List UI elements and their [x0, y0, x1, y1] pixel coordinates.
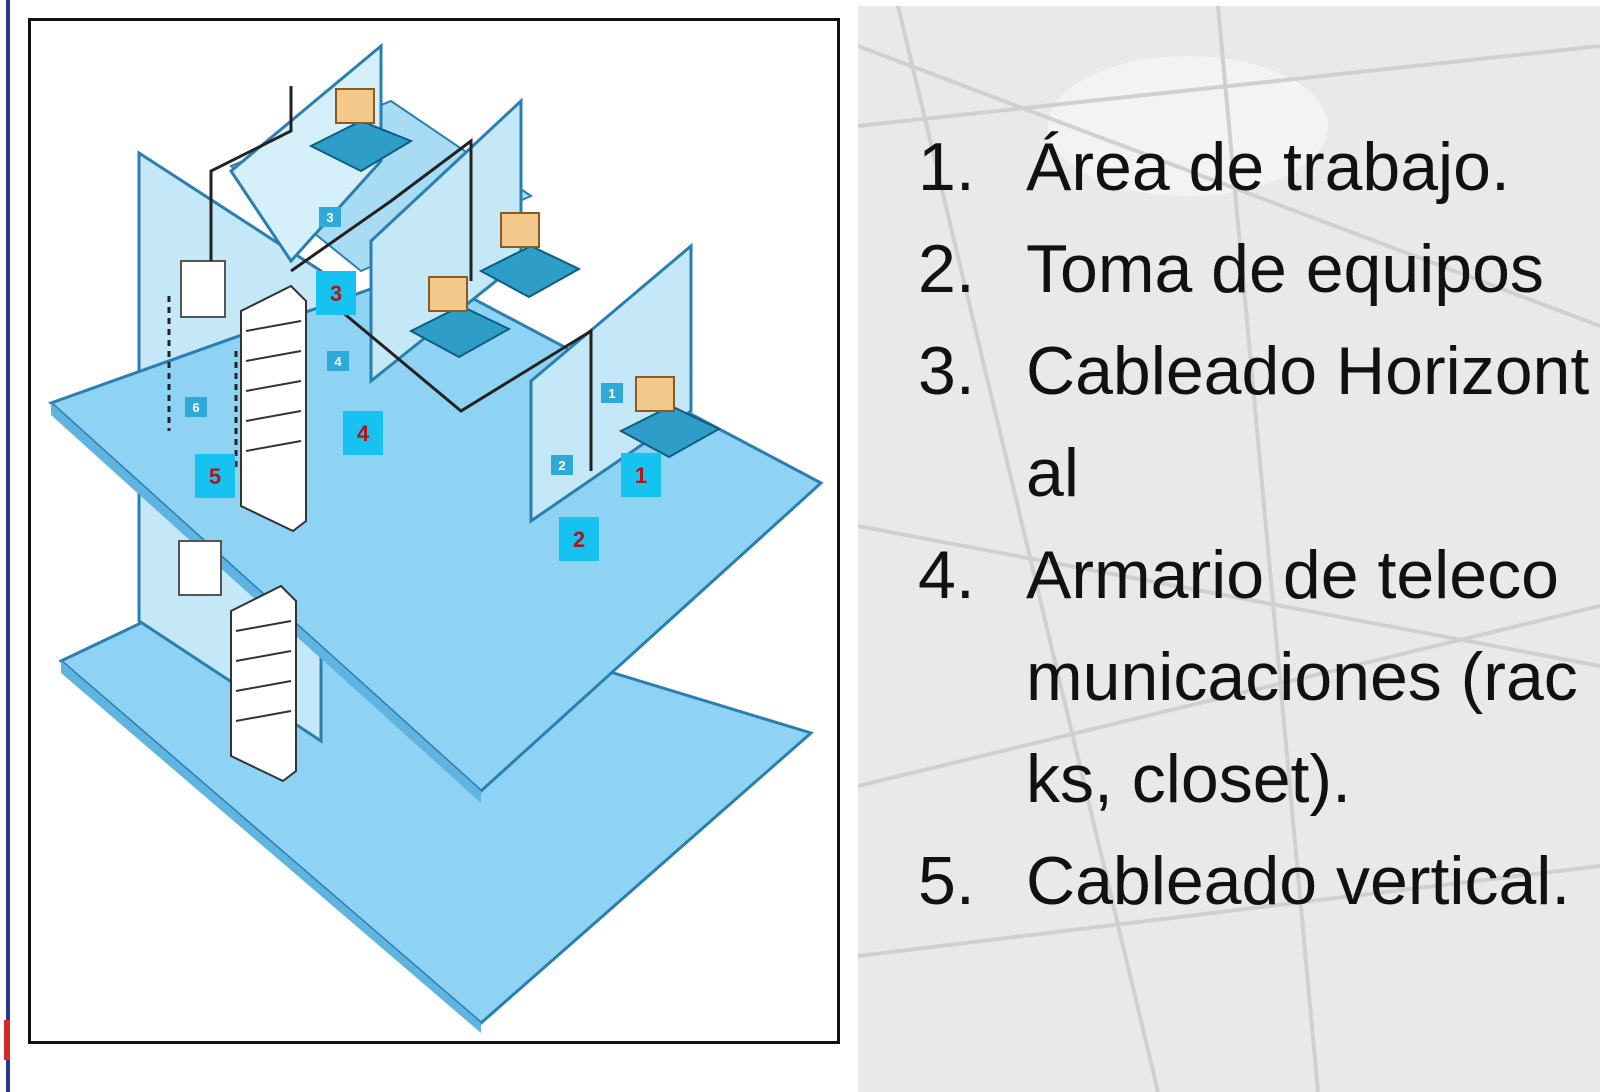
svg-text:4: 4 — [334, 354, 342, 369]
mini-callout-4: 4 — [327, 351, 349, 371]
svg-text:3: 3 — [326, 210, 333, 225]
callout-1: 1 — [621, 453, 661, 497]
legend-item-5: 5. Cableado vertical. — [918, 830, 1600, 932]
isometric-building-illustration: 1 2 3 4 5 1 2 3 — [48, 42, 824, 1033]
legend-number: 1. — [918, 129, 975, 205]
legend-number: 4. — [918, 537, 975, 613]
legend-text: Toma de equipos — [1026, 231, 1544, 307]
legend-text: Área de trabajo. — [1026, 129, 1510, 205]
callout-3: 3 — [316, 271, 356, 315]
legend-number: 2. — [918, 231, 975, 307]
tower-background — [858, 6, 1600, 1092]
svg-text:6: 6 — [192, 400, 199, 415]
workstation-top — [308, 88, 414, 173]
horizontal-cable-2 — [340, 309, 593, 471]
callout-2: 2 — [559, 517, 599, 561]
svg-text:1: 1 — [635, 463, 647, 488]
svg-text:3: 3 — [330, 281, 342, 306]
legend-item-4: 4. Armario de telecomunicaciones (racks,… — [918, 524, 1600, 830]
lower-floor-edge — [61, 661, 481, 1033]
left-rule-accent — [4, 1020, 10, 1060]
cabling-diagram: 1 2 3 4 5 1 2 3 — [28, 18, 840, 1044]
workstation-mid-1 — [478, 212, 582, 299]
legend-text: Cableado vertical. — [1026, 843, 1571, 919]
legend-item-3: 3. Cableado Horizontal — [918, 320, 1600, 524]
callout-4: 4 — [343, 411, 383, 455]
svg-text:5: 5 — [209, 464, 221, 489]
mini-callout-6: 6 — [185, 397, 207, 417]
legend-panel: 1. Área de trabajo. 2. Toma de equipos 3… — [858, 6, 1600, 1092]
horizontal-cable — [290, 138, 473, 281]
svg-text:1: 1 — [608, 386, 615, 401]
svg-text:4: 4 — [357, 421, 370, 446]
rack-upper — [240, 284, 307, 533]
wall-cabinet-lower — [178, 540, 222, 596]
rack-lower — [230, 584, 297, 783]
svg-text:2: 2 — [573, 527, 585, 552]
svg-text:2: 2 — [558, 458, 565, 473]
left-rule — [6, 0, 10, 1092]
legend-item-2: 2. Toma de equipos — [918, 218, 1600, 320]
callout-5: 5 — [195, 454, 235, 498]
workstation-front — [618, 376, 722, 459]
legend-number: 3. — [918, 333, 975, 409]
legend-item-1: 1. Área de trabajo. — [918, 116, 1600, 218]
mini-callout-1: 1 — [601, 383, 623, 403]
wall-cabinet-upper — [180, 260, 226, 318]
legend-text: Cableado Horizontal — [1026, 333, 1590, 511]
legend-number: 5. — [918, 843, 975, 919]
mini-callout-3: 3 — [319, 207, 341, 227]
workstation-mid-2 — [408, 276, 512, 359]
mini-callout-2: 2 — [551, 455, 573, 475]
legend-text: Armario de telecomunicaciones (racks, cl… — [1026, 537, 1578, 817]
legend-list: 1. Área de trabajo. 2. Toma de equipos 3… — [918, 116, 1600, 932]
vertical-cable — [209, 86, 293, 261]
